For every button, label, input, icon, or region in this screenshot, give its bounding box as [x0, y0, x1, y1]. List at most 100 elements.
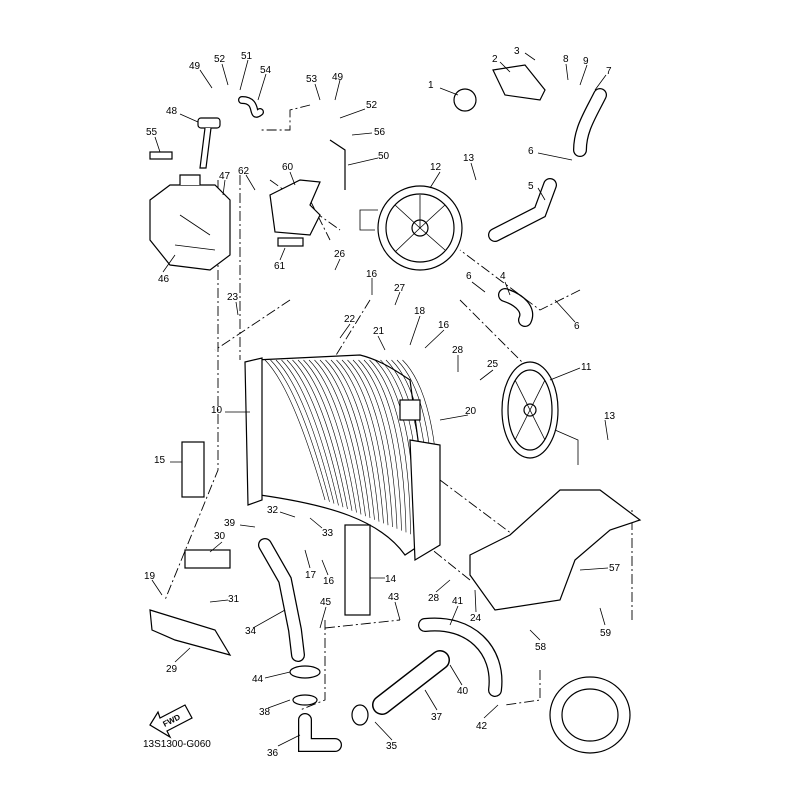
callout-numbers: 1 2 3 8 9 7 6 5 13 12 4 6 6 28 25 11 10 … — [144, 46, 621, 759]
clamp-44 — [289, 665, 321, 679]
callout-21: 21 — [373, 326, 385, 337]
callout-46: 46 — [158, 274, 170, 285]
callout-29: 29 — [166, 664, 178, 675]
callout-42: 42 — [476, 721, 488, 732]
reservoir-cap-and-breather — [197, 96, 346, 190]
callout-14: 14 — [385, 574, 397, 585]
bolt-55 — [149, 151, 173, 160]
radiator-fin — [281, 359, 339, 506]
diagram-code: 13S1300-G060 — [143, 739, 211, 750]
cooling-fan-11 — [501, 361, 579, 465]
callout-25: 25 — [487, 359, 499, 370]
radiator-fin — [270, 359, 330, 502]
radiator-fin — [314, 359, 366, 517]
callout-26: 26 — [334, 249, 346, 260]
radiator-fin — [275, 359, 335, 504]
sponge-14 — [344, 524, 371, 616]
radiator-fin — [363, 359, 407, 533]
callout-13: 13 — [463, 153, 475, 164]
callout-48: 48 — [166, 106, 178, 117]
thermostat-cover-2 — [492, 64, 546, 101]
callout-58: 58 — [535, 642, 547, 653]
callout-19: 19 — [144, 571, 156, 582]
radiator-fin — [336, 359, 384, 524]
thermostat-1 — [453, 88, 477, 112]
callout-45: 45 — [320, 597, 332, 608]
radiator-fin — [264, 359, 326, 501]
radiator-core — [244, 354, 441, 562]
callout-7: 7 — [606, 66, 612, 77]
callout-47: 47 — [219, 171, 231, 182]
radiator-fin — [308, 359, 362, 515]
radiator-fin — [297, 359, 353, 511]
callout-4: 4 — [500, 271, 506, 282]
callout-52: 52 — [366, 100, 378, 111]
cooling-fan-12 — [359, 185, 463, 271]
callout-55: 55 — [146, 127, 158, 138]
callout-49: 49 — [332, 72, 344, 83]
callout-60: 60 — [282, 162, 294, 173]
callout-38: 38 — [259, 707, 271, 718]
callout-41: 41 — [452, 596, 464, 607]
callout-51: 51 — [241, 51, 253, 62]
callout-62: 62 — [238, 166, 250, 177]
radiator-fin — [319, 359, 371, 519]
leader-lines — [151, 52, 609, 747]
callout-40: 40 — [457, 686, 469, 697]
callout-23: 23 — [227, 292, 239, 303]
callout-54: 54 — [260, 65, 272, 76]
radiator-fin — [358, 359, 402, 531]
callout-30: 30 — [214, 531, 226, 542]
clamp-35 — [351, 704, 369, 726]
callout-37: 37 — [431, 712, 443, 723]
callout-36: 36 — [267, 748, 279, 759]
callout-20: 20 — [465, 406, 477, 417]
radiator-fin — [292, 359, 348, 510]
callout-28: 28 — [452, 345, 464, 356]
sponge-15 — [181, 441, 205, 498]
callout-1: 1 — [428, 80, 434, 91]
callout-5: 5 — [528, 181, 534, 192]
radiator-fin — [286, 359, 344, 508]
radiator-fin — [303, 359, 357, 513]
callout-6: 6 — [466, 271, 472, 282]
callout-9: 9 — [583, 56, 589, 67]
radiator-fin — [369, 359, 411, 535]
coolant-reservoir-tank — [149, 174, 231, 271]
callout-3: 3 — [514, 46, 520, 57]
callout-32: 32 — [267, 505, 279, 516]
air-guide-60 — [269, 179, 321, 236]
callout-50: 50 — [378, 151, 390, 162]
callout-10: 10 — [211, 405, 223, 416]
radiator-fin — [347, 359, 393, 528]
callout-59: 59 — [600, 628, 612, 639]
callout-56: 56 — [374, 127, 386, 138]
callout-16: 16 — [323, 576, 335, 587]
callout-11: 11 — [581, 362, 592, 373]
callout-31: 31 — [228, 594, 240, 605]
callout-49: 49 — [189, 61, 201, 72]
fwd-arrow: FWD — [149, 704, 193, 739]
callout-35: 35 — [386, 741, 398, 752]
callout-43: 43 — [388, 592, 400, 603]
callout-24: 24 — [470, 613, 482, 624]
callout-6: 6 — [528, 146, 534, 157]
callout-44: 44 — [252, 674, 264, 685]
callout-15: 15 — [154, 455, 166, 466]
side-cover-57 — [469, 489, 642, 611]
callout-27: 27 — [394, 283, 406, 294]
callout-33: 33 — [322, 528, 334, 539]
callout-16: 16 — [438, 320, 450, 331]
radiator-fin — [341, 359, 389, 526]
callout-13: 13 — [604, 411, 616, 422]
callout-34: 34 — [245, 626, 257, 637]
callout-17: 17 — [305, 570, 317, 581]
callout-57: 57 — [609, 563, 621, 574]
callout-61: 61 — [274, 261, 286, 272]
callout-53: 53 — [306, 74, 318, 85]
guard-29 — [149, 609, 232, 656]
callout-8: 8 — [563, 54, 569, 65]
callout-52: 52 — [214, 54, 226, 65]
